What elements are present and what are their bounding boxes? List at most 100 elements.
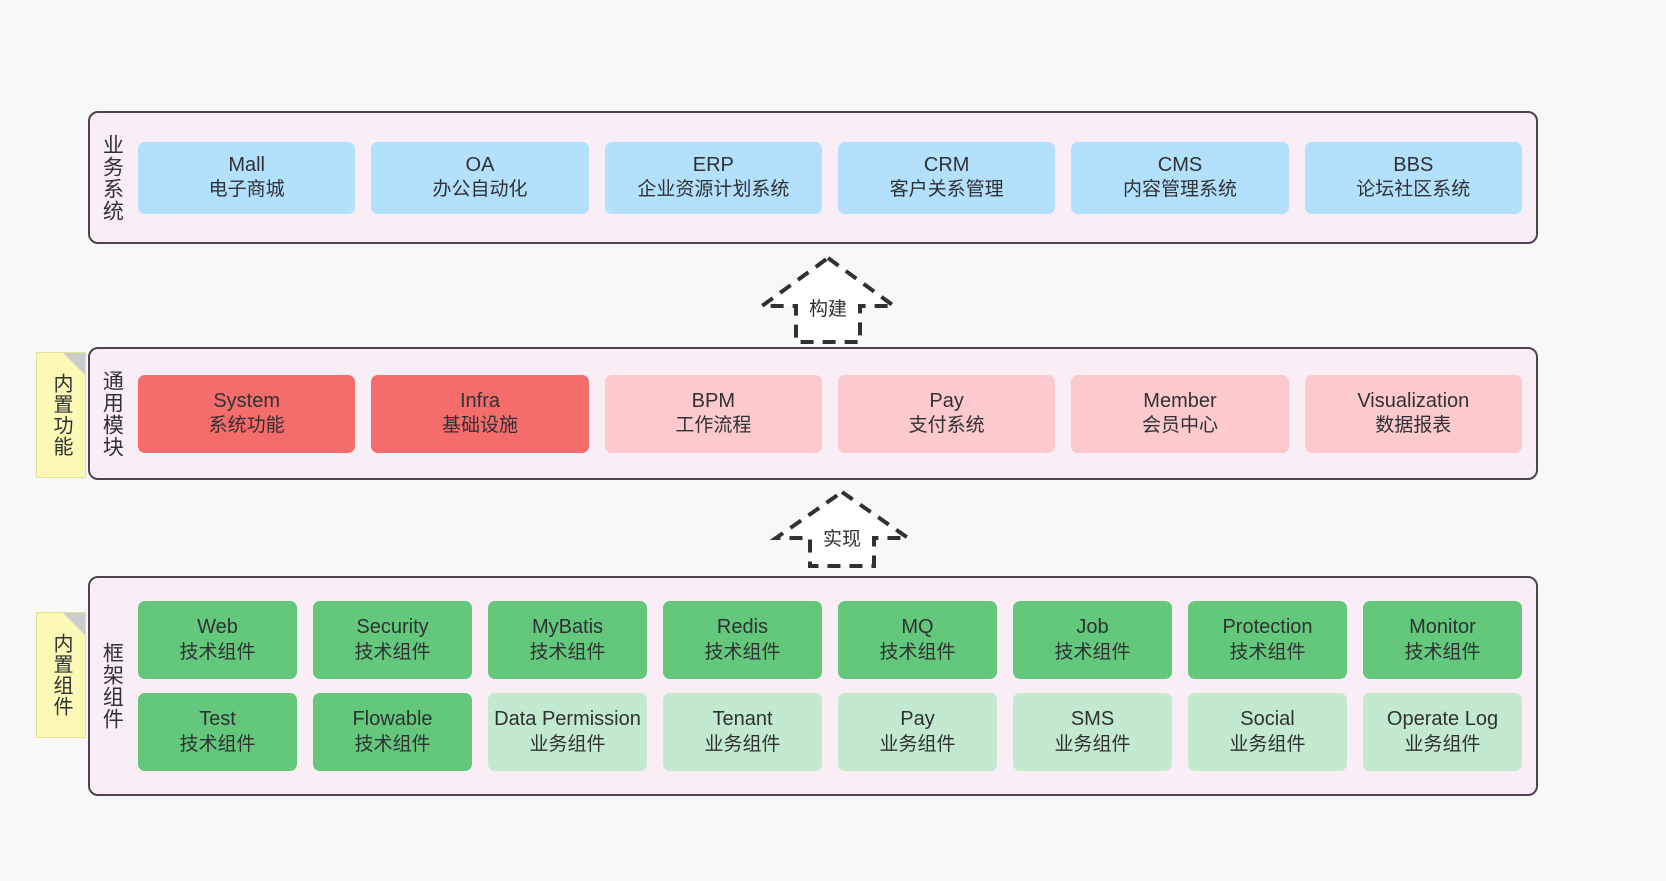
connector-build-label: 构建 (808, 299, 847, 320)
framework-card-test-name: Test (199, 708, 236, 731)
common-card-pay-name: Pay (929, 389, 964, 412)
common-card-infra-sub: 基础设施 (441, 415, 518, 437)
framework-card-data-permission-name: Data Permission (494, 708, 641, 731)
common-card-bpm-name: BPM (691, 389, 735, 412)
sticky-note-builtin-component-label: 内置组件 (50, 633, 72, 717)
common-module-layer: 通用模块 System 系统功能 Infra 基础设施 BPM 工作流程 Pay… (88, 347, 1538, 480)
framework-card-security[interactable]: Security 技术组件 (313, 601, 472, 679)
framework-card-job-name: Job (1076, 616, 1109, 639)
framework-card-mq-name: MQ (901, 616, 934, 639)
framework-component-layer: 框架组件 Web 技术组件 Security 技术组件 MyBatis 技术组件… (88, 576, 1538, 796)
sticky-note-builtin-function: 内置功能 (36, 352, 86, 478)
framework-card-job-sub: 技术组件 (1054, 641, 1131, 663)
framework-card-tenant[interactable]: Tenant 业务组件 (663, 693, 822, 771)
common-card-pay-sub: 支付系统 (908, 415, 985, 437)
framework-card-tenant-sub: 业务组件 (704, 733, 781, 755)
common-card-infra[interactable]: Infra 基础设施 (371, 374, 589, 453)
framework-card-operate-log-sub: 业务组件 (1404, 733, 1481, 755)
framework-card-web-sub: 技术组件 (179, 641, 256, 663)
framework-card-flowable[interactable]: Flowable 技术组件 (313, 693, 472, 771)
business-card-oa-sub: 办公自动化 (432, 179, 528, 201)
business-card-cms-name: CMS (1157, 153, 1203, 176)
common-card-system-sub: 系统功能 (208, 415, 285, 437)
business-system-card-area: Mall 电子商城 OA 办公自动化 ERP 企业资源计划系统 CRM 客户关系… (132, 113, 1536, 242)
common-card-system[interactable]: System 系统功能 (138, 374, 356, 453)
sticky-note-builtin-component: 内置组件 (36, 612, 86, 738)
framework-tech-row: Web 技术组件 Security 技术组件 MyBatis 技术组件 Redi… (138, 601, 1522, 679)
framework-card-redis-sub: 技术组件 (704, 641, 781, 663)
common-card-member[interactable]: Member 会员中心 (1071, 374, 1289, 453)
business-card-bbs[interactable]: BBS 论坛社区系统 (1304, 141, 1522, 214)
framework-card-test[interactable]: Test 技术组件 (138, 693, 297, 771)
framework-card-flowable-name: Flowable (352, 708, 433, 731)
common-card-visualization-name: Visualization (1357, 389, 1470, 412)
connector-build-arrow: 构建 (748, 254, 908, 346)
framework-card-operate-log-name: Operate Log (1386, 708, 1499, 731)
framework-card-sms[interactable]: SMS 业务组件 (1013, 693, 1172, 771)
business-card-crm[interactable]: CRM 客户关系管理 (837, 141, 1056, 214)
framework-card-tenant-name: Tenant (712, 708, 773, 731)
common-card-infra-name: Infra (459, 389, 500, 412)
connector-build-arrow-icon (755, 255, 901, 344)
framework-card-pay-sub: 业务组件 (879, 733, 956, 755)
business-card-bbs-name: BBS (1393, 153, 1434, 176)
common-card-member-sub: 会员中心 (1141, 415, 1218, 437)
framework-card-data-permission-sub: 业务组件 (529, 733, 606, 755)
framework-card-flowable-sub: 技术组件 (354, 733, 431, 755)
framework-biz-row: Test 技术组件 Flowable 技术组件 Data Permission … (138, 693, 1522, 771)
business-card-crm-sub: 客户关系管理 (889, 179, 1004, 201)
business-card-oa[interactable]: OA 办公自动化 (371, 141, 589, 214)
framework-card-mq[interactable]: MQ 技术组件 (838, 601, 997, 679)
business-card-cms[interactable]: CMS 内容管理系统 (1071, 141, 1289, 214)
connector-realize-label: 实现 (822, 529, 861, 550)
framework-card-pay[interactable]: Pay 业务组件 (838, 693, 997, 771)
framework-card-protection[interactable]: Protection 技术组件 (1188, 601, 1347, 679)
framework-component-layer-title: 框架组件 (100, 642, 124, 730)
business-card-crm-name: CRM (923, 153, 970, 176)
common-card-member-name: Member (1143, 389, 1217, 412)
common-card-system-name: System (213, 389, 280, 412)
business-card-mall-sub: 电子商城 (208, 179, 285, 201)
business-card-cms-sub: 内容管理系统 (1122, 179, 1237, 201)
framework-card-security-sub: 技术组件 (354, 641, 431, 663)
framework-card-test-sub: 技术组件 (179, 733, 256, 755)
framework-card-mybatis[interactable]: MyBatis 技术组件 (488, 601, 647, 679)
framework-card-security-name: Security (356, 616, 429, 639)
business-card-mall[interactable]: Mall 电子商城 (138, 141, 356, 214)
framework-card-data-permission[interactable]: Data Permission 业务组件 (488, 693, 647, 771)
sticky-note-builtin-function-label: 内置功能 (50, 373, 72, 457)
framework-card-monitor-name: Monitor (1409, 616, 1476, 639)
business-system-layer: 业务系统 Mall 电子商城 OA 办公自动化 ERP 企业资源计划系统 CRM… (88, 111, 1538, 244)
framework-card-web[interactable]: Web 技术组件 (138, 601, 297, 679)
common-card-bpm-sub: 工作流程 (675, 415, 752, 437)
framework-card-social-sub: 业务组件 (1229, 733, 1306, 755)
framework-card-social[interactable]: Social 业务组件 (1188, 693, 1347, 771)
framework-card-monitor[interactable]: Monitor 技术组件 (1363, 601, 1522, 679)
framework-card-operate-log[interactable]: Operate Log 业务组件 (1363, 693, 1522, 771)
business-system-layer-title: 业务系统 (100, 133, 124, 222)
common-card-visualization[interactable]: Visualization 数据报表 (1304, 374, 1522, 453)
framework-card-protection-name: Protection (1222, 616, 1313, 639)
framework-card-pay-name: Pay (900, 708, 935, 731)
common-card-bpm[interactable]: BPM 工作流程 (604, 374, 822, 453)
framework-card-protection-sub: 技术组件 (1229, 641, 1306, 663)
common-card-visualization-sub: 数据报表 (1375, 415, 1452, 437)
connector-realize-arrow: 实现 (762, 488, 922, 570)
business-card-erp[interactable]: ERP 企业资源计划系统 (604, 141, 822, 214)
common-module-row: System 系统功能 Infra 基础设施 BPM 工作流程 Pay 支付系统… (138, 374, 1522, 453)
framework-card-monitor-sub: 技术组件 (1404, 641, 1481, 663)
business-card-oa-name: OA (465, 153, 495, 176)
framework-card-redis[interactable]: Redis 技术组件 (663, 601, 822, 679)
business-system-row: Mall 电子商城 OA 办公自动化 ERP 企业资源计划系统 CRM 客户关系… (138, 141, 1522, 214)
business-card-erp-sub: 企业资源计划系统 (637, 179, 790, 201)
connector-realize-arrow-icon (769, 489, 915, 568)
framework-card-job[interactable]: Job 技术组件 (1013, 601, 1172, 679)
framework-card-mybatis-sub: 技术组件 (529, 641, 606, 663)
common-card-pay[interactable]: Pay 支付系统 (837, 374, 1056, 453)
framework-card-mq-sub: 技术组件 (879, 641, 956, 663)
business-card-bbs-sub: 论坛社区系统 (1356, 179, 1471, 201)
framework-card-mybatis-name: MyBatis (531, 616, 604, 639)
common-module-card-area: System 系统功能 Infra 基础设施 BPM 工作流程 Pay 支付系统… (132, 349, 1536, 478)
framework-card-sms-sub: 业务组件 (1054, 733, 1131, 755)
business-card-erp-name: ERP (692, 153, 734, 176)
